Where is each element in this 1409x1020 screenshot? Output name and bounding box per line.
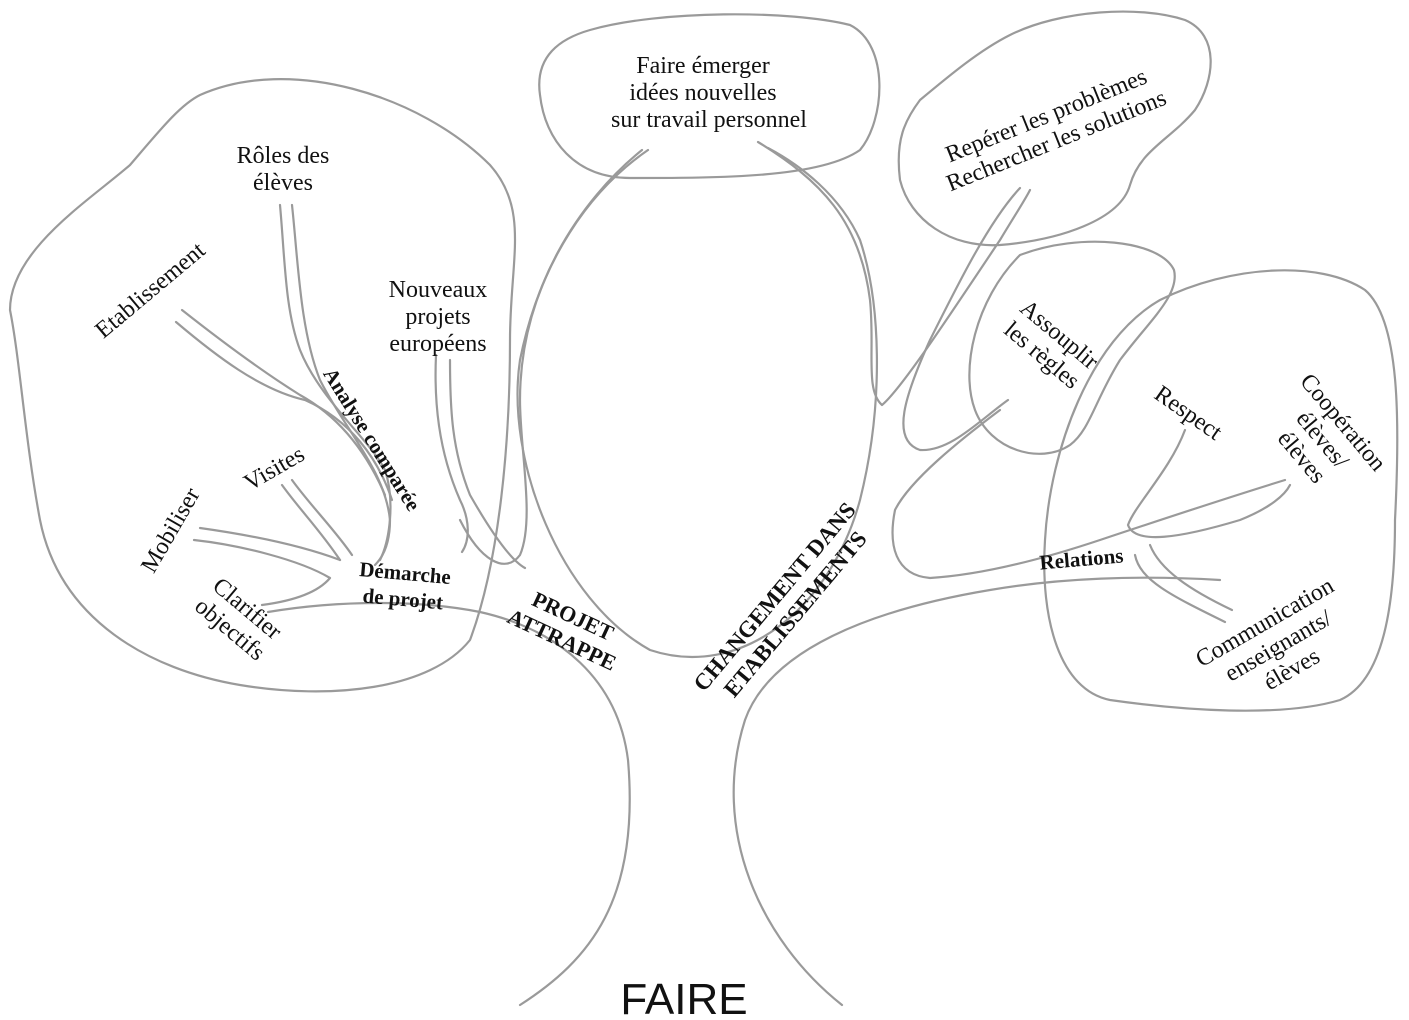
leaf-idees: Faire émerger idées nouvelles sur travai…: [611, 53, 807, 133]
label-changement-dans: CHANGEMENT DANS: [689, 498, 861, 696]
branch-changement: CHANGEMENT DANS ETABLISSEMENTS: [689, 498, 872, 702]
canopy-blobs: [8, 10, 1399, 712]
label-faire-trunk: FAIRE: [620, 975, 747, 1020]
label-roles-eleves: élèves: [253, 170, 313, 196]
label-roles-des: Rôles des: [237, 143, 330, 169]
label-analyse-comparee: Analyse comparée: [318, 363, 425, 515]
leaf-nouveaux: Nouveaux projets européens: [389, 277, 488, 357]
left-canopy-blob: [8, 78, 517, 693]
branch-demarche: Démarche de projet: [358, 557, 451, 614]
assouplir-blob: [968, 240, 1176, 455]
label-de-projet: de projet: [362, 583, 444, 614]
label-mobiliser: Mobiliser: [136, 484, 205, 578]
label-faire-emerger: Faire émerger: [636, 53, 770, 79]
label-sur-travail-personnel: sur travail personnel: [611, 107, 807, 133]
label-etablissement: Etablissement: [91, 237, 211, 344]
tree-trunk: [266, 576, 1222, 1007]
label-idees-nouvelles: idées nouvelles: [629, 80, 776, 106]
leaf-cooperation: Coopération élèves/ élèves: [1272, 369, 1391, 489]
leaf-reperer: Repérer les problèmes Rechercher les sol…: [942, 64, 1170, 197]
label-projets: projets: [405, 304, 470, 330]
leaf-roles: Rôles des élèves: [237, 143, 330, 196]
top-right-blob: [897, 10, 1212, 247]
leaf-clarifier: Clarifier objectifs: [190, 573, 287, 666]
center-blob: [538, 13, 881, 180]
branch-projet-attrappe: PROJET ATTRAPPE: [504, 586, 621, 675]
branch-lines: [174, 140, 1292, 659]
relations-blob: [1043, 269, 1399, 712]
label-relations: Relations: [1039, 543, 1125, 574]
label-europeens: européens: [389, 331, 486, 357]
label-respect: Respect: [1149, 381, 1226, 446]
label-nouveaux: Nouveaux: [389, 277, 488, 303]
leaf-communication: Communication enseignants/ élèves: [1192, 573, 1339, 696]
